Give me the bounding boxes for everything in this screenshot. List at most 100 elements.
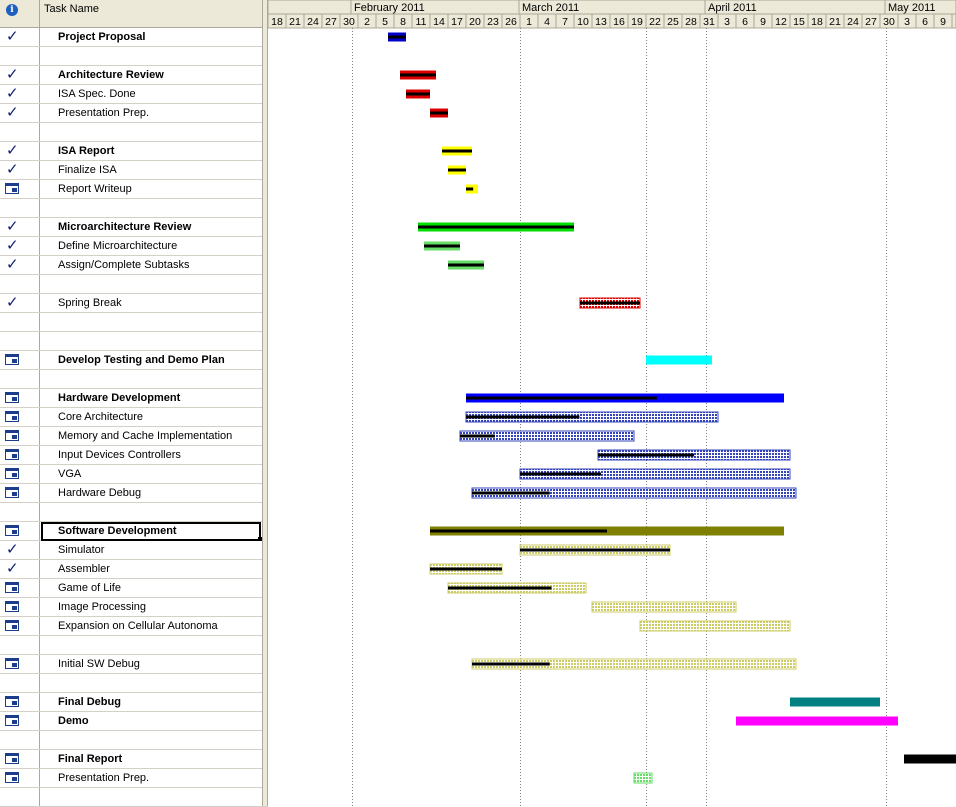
calendar-icon bbox=[5, 658, 19, 669]
task-name[interactable]: Game of Life bbox=[58, 582, 121, 594]
task-name[interactable]: Presentation Prep. bbox=[58, 107, 150, 119]
task-row[interactable]: ✓Finalize ISA bbox=[0, 161, 268, 180]
task-indicator-cell bbox=[0, 313, 40, 331]
day-tick-label: 21 bbox=[829, 16, 841, 28]
task-row[interactable]: ✓ ISA Spec. Done bbox=[0, 85, 268, 104]
task-name[interactable]: Project Proposal bbox=[58, 31, 146, 43]
info-icon: i bbox=[6, 4, 18, 16]
calendar-icon bbox=[5, 430, 19, 441]
task-name[interactable]: Final Report bbox=[58, 753, 123, 765]
task-row[interactable]: Hardware Debug bbox=[0, 484, 268, 503]
timescale-day-row bbox=[268, 13, 956, 29]
task-row[interactable]: ✓Spring Break bbox=[0, 294, 268, 313]
fill-handle[interactable] bbox=[258, 537, 262, 541]
task-bar[interactable] bbox=[904, 754, 956, 764]
task-row[interactable] bbox=[0, 332, 268, 351]
task-row[interactable]: Initial SW Debug bbox=[0, 655, 268, 674]
task-name[interactable]: Hardware Development bbox=[58, 392, 181, 404]
day-tick-label: 13 bbox=[595, 16, 607, 28]
task-row[interactable] bbox=[0, 275, 268, 294]
task-name[interactable]: ISA Report bbox=[58, 145, 115, 157]
check-icon: ✓ bbox=[6, 85, 19, 102]
task-row[interactable]: Hardware Development bbox=[0, 389, 268, 408]
task-row[interactable]: Presentation Prep. bbox=[0, 769, 268, 788]
task-name[interactable]: Memory and Cache Implementation bbox=[58, 430, 233, 442]
task-row[interactable] bbox=[0, 47, 268, 66]
task-bar[interactable] bbox=[790, 697, 880, 707]
task-name[interactable]: Image Processing bbox=[58, 601, 147, 613]
task-row[interactable] bbox=[0, 370, 268, 389]
task-name[interactable]: Assign/Complete Subtasks bbox=[58, 259, 190, 271]
task-row[interactable] bbox=[0, 731, 268, 750]
task-name[interactable]: Define Microarchitecture bbox=[58, 240, 178, 252]
task-row[interactable]: Game of Life bbox=[0, 579, 268, 598]
task-name[interactable]: Initial SW Debug bbox=[58, 658, 140, 670]
task-name[interactable]: Input Devices Controllers bbox=[58, 449, 181, 461]
progress-bar bbox=[448, 263, 484, 267]
task-row[interactable]: Input Devices Controllers bbox=[0, 446, 268, 465]
day-tick-label: 23 bbox=[487, 16, 499, 28]
task-row[interactable] bbox=[0, 199, 268, 218]
task-row[interactable]: ✓Architecture Review bbox=[0, 66, 268, 85]
task-row[interactable]: Core Architecture bbox=[0, 408, 268, 427]
task-row[interactable]: VGA bbox=[0, 465, 268, 484]
task-row[interactable]: Final Report bbox=[0, 750, 268, 769]
task-name[interactable]: Simulator bbox=[58, 544, 105, 556]
task-row[interactable]: ✓Assign/Complete Subtasks bbox=[0, 256, 268, 275]
task-row[interactable]: Expansion on Cellular Autonoma bbox=[0, 617, 268, 636]
task-name[interactable]: Software Development bbox=[58, 525, 177, 537]
task-name[interactable]: Report Writeup bbox=[58, 183, 132, 195]
task-name[interactable]: Demo bbox=[58, 715, 89, 727]
task-bar[interactable] bbox=[639, 620, 791, 632]
indicators-column-header[interactable]: i bbox=[0, 0, 40, 28]
task-row[interactable]: Develop Testing and Demo Plan bbox=[0, 351, 268, 370]
task-row[interactable] bbox=[0, 123, 268, 142]
task-indicator-cell bbox=[0, 332, 40, 350]
task-row[interactable] bbox=[0, 674, 268, 693]
task-row[interactable]: ✓Presentation Prep. bbox=[0, 104, 268, 123]
task-name[interactable]: Finalize ISA bbox=[58, 164, 117, 176]
task-bar[interactable] bbox=[633, 772, 653, 784]
task-name[interactable]: Architecture Review bbox=[58, 69, 164, 81]
task-row[interactable]: ✓Define Microarchitecture bbox=[0, 237, 268, 256]
task-bar[interactable] bbox=[736, 716, 898, 726]
task-name-column-header[interactable]: Task Name bbox=[40, 0, 268, 28]
task-name[interactable]: Develop Testing and Demo Plan bbox=[58, 354, 225, 366]
task-row[interactable]: Demo bbox=[0, 712, 268, 731]
task-row[interactable]: Final Debug bbox=[0, 693, 268, 712]
task-name[interactable]: Spring Break bbox=[58, 297, 122, 309]
task-name[interactable]: Final Debug bbox=[58, 696, 121, 708]
task-row[interactable] bbox=[0, 503, 268, 522]
task-name[interactable]: Hardware Debug bbox=[58, 487, 142, 499]
task-name[interactable]: Expansion on Cellular Autonoma bbox=[58, 620, 218, 632]
task-row[interactable] bbox=[0, 313, 268, 332]
task-name[interactable]: Microarchitecture Review bbox=[58, 221, 192, 233]
task-name[interactable]: VGA bbox=[58, 468, 82, 480]
task-bar[interactable] bbox=[591, 601, 737, 613]
day-tick-label: 18 bbox=[811, 16, 823, 28]
task-row[interactable] bbox=[0, 636, 268, 655]
task-row[interactable]: Report Writeup bbox=[0, 180, 268, 199]
check-icon: ✓ bbox=[6, 142, 19, 159]
task-row[interactable]: Memory and Cache Implementation bbox=[0, 427, 268, 446]
table-chart-splitter[interactable] bbox=[262, 0, 268, 806]
task-name[interactable]: Presentation Prep. bbox=[58, 772, 150, 784]
task-row[interactable]: ✓Microarchitecture Review bbox=[0, 218, 268, 237]
task-name[interactable]: ISA Spec. Done bbox=[58, 88, 136, 100]
task-row[interactable]: ✓Simulator bbox=[0, 541, 268, 560]
task-table: i Task Name ✓Project Proposal✓Architectu… bbox=[0, 0, 268, 807]
task-row[interactable]: Software Development bbox=[0, 522, 268, 541]
task-bar[interactable] bbox=[646, 355, 712, 365]
progress-bar bbox=[472, 662, 550, 666]
task-row[interactable] bbox=[0, 788, 268, 807]
task-name[interactable]: Assembler bbox=[58, 563, 110, 575]
task-name[interactable]: Core Architecture bbox=[58, 411, 143, 423]
calendar-icon bbox=[5, 715, 19, 726]
task-indicator-cell bbox=[0, 674, 40, 692]
task-row[interactable]: ✓Project Proposal bbox=[0, 28, 268, 47]
task-row[interactable]: ✓ ISA Report bbox=[0, 142, 268, 161]
task-row[interactable]: ✓Assembler bbox=[0, 560, 268, 579]
day-tick-label: 4 bbox=[544, 16, 550, 28]
task-row[interactable]: Image Processing bbox=[0, 598, 268, 617]
